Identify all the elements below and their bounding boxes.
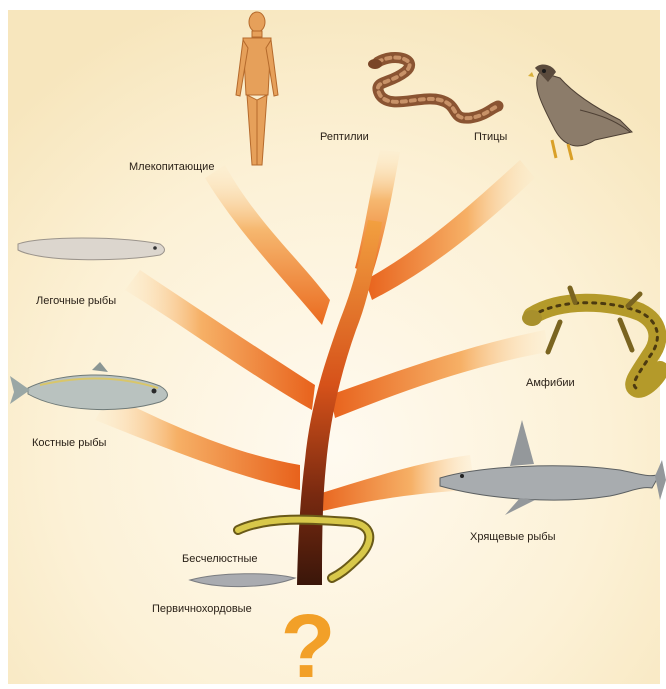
label-jawless: Бесчелюстные — [182, 554, 258, 565]
label-protochordates: Первичнохордовые — [152, 604, 252, 615]
label-birds: Птицы — [474, 132, 507, 143]
label-mammals: Млекопитающие — [129, 162, 214, 173]
label-lungfish: Легочные рыбы — [36, 296, 116, 307]
question-mark: ? — [281, 597, 336, 689]
label-cartilaginous-fish: Хрящевые рыбы — [470, 532, 556, 543]
lungfish-icon — [18, 238, 165, 260]
label-reptiles: Рептилии — [320, 132, 369, 143]
label-amphibians: Амфибии — [526, 378, 575, 389]
label-bony-fish: Костные рыбы — [32, 438, 106, 449]
